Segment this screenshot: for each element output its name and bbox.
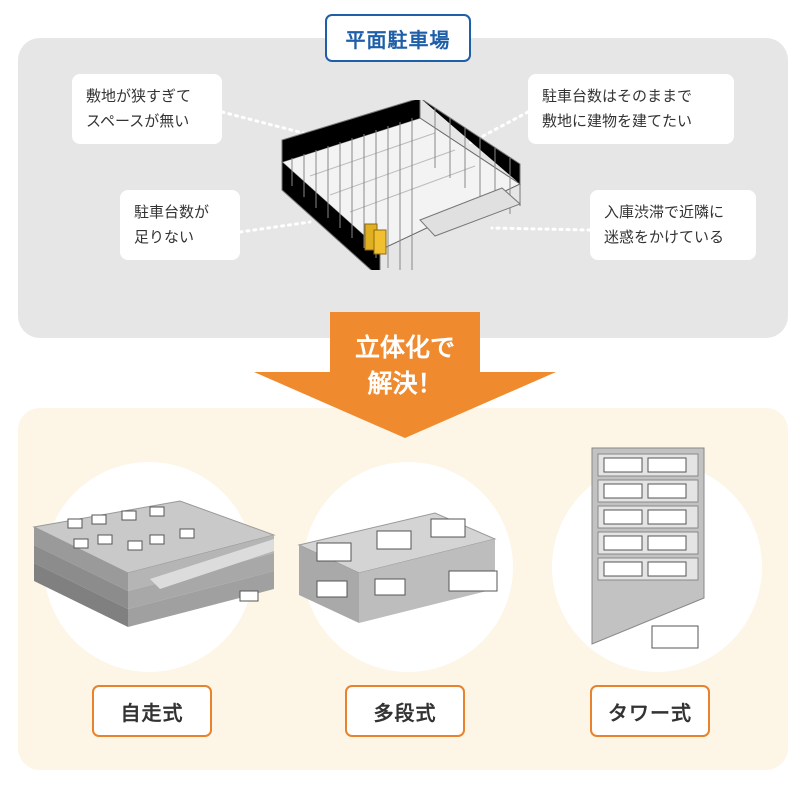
problem-1-line2: スペースが無い — [86, 112, 190, 130]
solve-arrow-text: 立体化で 解決！ — [330, 330, 480, 402]
self-propelled-label: 自走式 — [92, 685, 212, 737]
problem-2-line1: 駐車台数が — [134, 203, 210, 221]
flat-parking-title: 平面駐車場 — [325, 14, 471, 62]
self-propelled-parking-illustration — [32, 500, 276, 627]
tower-parking-illustration — [591, 447, 705, 649]
multi-level-parking-illustration — [297, 512, 498, 623]
multi-level-label: 多段式 — [345, 685, 465, 737]
problem-3-line2: 敷地に建物を建てたい — [542, 112, 693, 130]
flat-parking-lot-illustration — [281, 100, 522, 270]
problem-3-line1: 駐車台数はそのままで — [542, 87, 693, 105]
solve-arrow — [254, 312, 556, 438]
tower-label: タワー式 — [590, 685, 710, 737]
problem-bubble-3: 駐車台数はそのままで 敷地に建物を建てたい — [528, 74, 734, 144]
problem-2-line2: 足りない — [134, 228, 195, 246]
arrow-line2: 解決！ — [367, 369, 443, 398]
problem-1-line1: 敷地が狭すぎて — [86, 87, 192, 105]
problem-bubble-4: 入庫渋滞で近隣に 迷惑をかけている — [590, 190, 756, 260]
problem-bubble-2: 駐車台数が 足りない — [120, 190, 240, 260]
arrow-line1: 立体化で — [354, 333, 455, 362]
problem-4-line2: 迷惑をかけている — [604, 228, 725, 246]
problem-4-line1: 入庫渋滞で近隣に — [604, 203, 725, 221]
problem-bubble-1: 敷地が狭すぎて スペースが無い — [72, 74, 222, 144]
